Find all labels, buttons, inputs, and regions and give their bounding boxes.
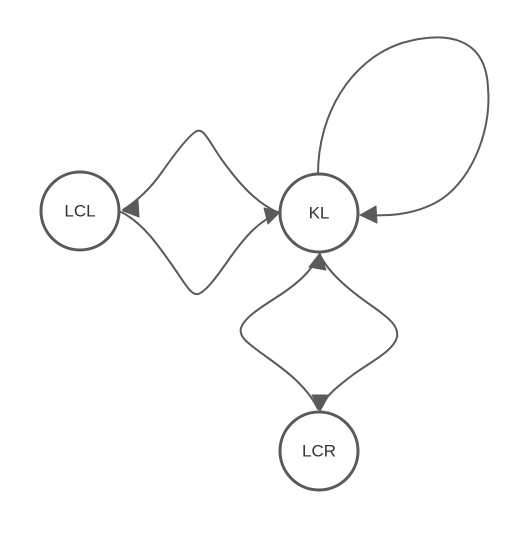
node-lcl-label: LCL xyxy=(64,202,95,221)
edge-kl-to-lcl xyxy=(122,129,278,213)
node-lcr-circle xyxy=(278,410,360,492)
arrowhead-kl-to-lcr xyxy=(311,394,330,412)
node-lcl-circle xyxy=(39,170,121,252)
node-kl[interactable]: KL xyxy=(278,172,360,254)
edge-kl-self-loop xyxy=(317,36,490,217)
edge-lcr-to-kl xyxy=(239,255,320,410)
arrowhead-kl-self-loop xyxy=(359,205,378,224)
arrowhead-lcl-to-kl xyxy=(263,207,281,225)
edges xyxy=(120,36,490,412)
edge-kl-to-lcr xyxy=(319,254,399,410)
node-lcr[interactable]: LCR xyxy=(278,410,360,492)
node-kl-circle xyxy=(278,172,360,254)
node-lcr-label: LCR xyxy=(302,442,336,461)
edge-lcl-to-kl xyxy=(120,211,279,296)
node-lcl[interactable]: LCL xyxy=(39,170,121,252)
node-kl-label: KL xyxy=(309,204,330,223)
arrowhead-kl-to-lcl xyxy=(122,199,140,218)
